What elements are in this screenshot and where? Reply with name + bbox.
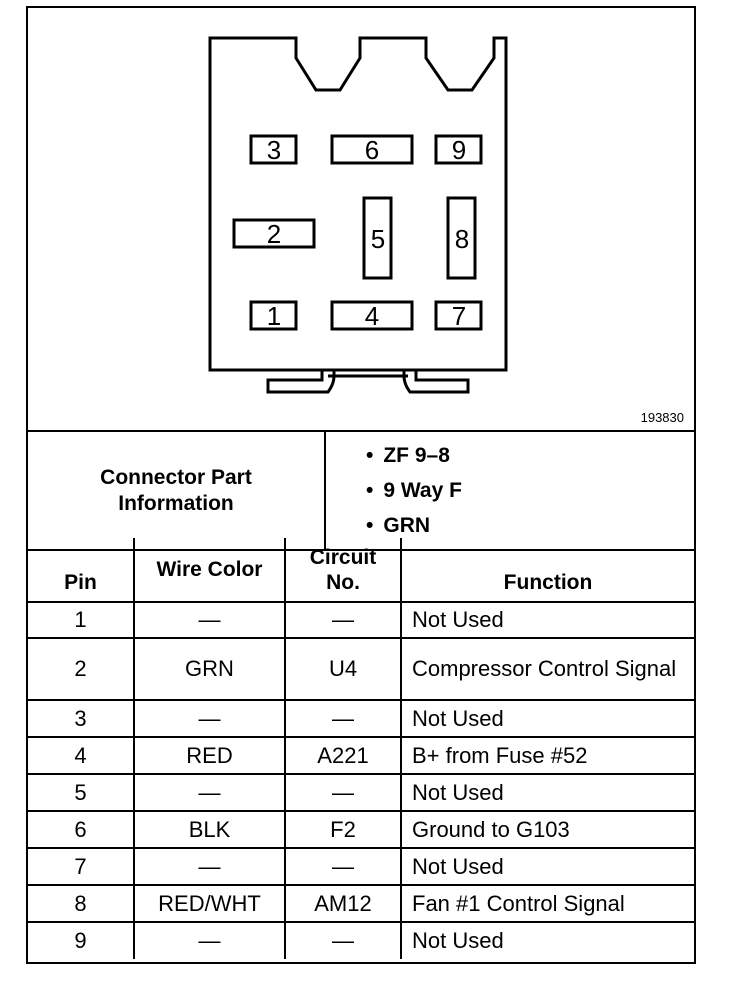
pin-table-header: Pin Wire Color Circuit No. Function [28,538,694,603]
circuit-cell: A221 [284,736,402,775]
function-cell: B+ from Fuse #52 [400,736,694,775]
header-function: Function [400,538,694,603]
pin-table: Pin Wire Color Circuit No. Function 1 — … [28,538,694,959]
circuit-cell: — [284,847,402,886]
table-row: 7 — — Not Used [28,847,694,886]
wire-color-cell: GRN [133,637,286,701]
pin-number-7: 7 [452,301,466,331]
wire-color-cell: BLK [133,810,286,849]
pin-number-5: 5 [371,224,385,254]
pin-number-9: 9 [452,135,466,165]
function-cell: Not Used [400,699,694,738]
pin-cavity-8 [446,196,477,280]
circuit-cell: — [284,601,402,639]
circuit-cell: — [284,773,402,812]
circuit-cell: — [284,699,402,738]
circuit-cell: F2 [284,810,402,849]
header-wire-color: Wire Color [133,538,286,603]
pin-cell: 7 [28,847,135,886]
function-cell: Not Used [400,921,694,959]
wire-color-cell: RED [133,736,286,775]
connector-color: GRN [366,508,694,543]
header-circuit-no: Circuit No. [284,538,402,603]
pin-cell: 1 [28,601,135,639]
wire-color-cell: — [133,601,286,639]
function-cell: Not Used [400,773,694,812]
wire-color-cell: — [133,847,286,886]
pin-cavity-6 [330,134,414,165]
table-row: 5 — — Not Used [28,773,694,812]
pin-cell: 6 [28,810,135,849]
table-row: 6 BLK F2 Ground to G103 [28,810,694,849]
pin-cavity-2 [232,218,316,249]
pin-cavity-5 [362,196,393,280]
connector-face-drawing: 3 6 9 2 5 8 1 4 7 [208,36,508,394]
function-cell: Not Used [400,847,694,886]
connector-info-table: Connector Part Information ZF 9–8 9 Way … [28,430,694,551]
wire-color-cell: — [133,773,286,812]
pin-cell: 5 [28,773,135,812]
pin-number-4: 4 [365,301,379,331]
connector-info-label: Connector Part Information [28,430,326,551]
header-pin: Pin [28,538,135,603]
pin-number-2: 2 [267,219,281,249]
table-row: 9 — — Not Used [28,921,694,959]
figure-id: 193830 [640,410,684,425]
pin-cavity-1 [249,300,298,331]
connector-sheet: 3 6 9 2 5 8 1 4 7 193830 Connector Part … [26,6,696,964]
connector-part-number: ZF 9–8 [366,438,694,473]
table-row: 3 — — Not Used [28,699,694,738]
connector-way: 9 Way F [366,473,694,508]
pin-cell: 2 [28,637,135,701]
pin-number-1: 1 [267,301,281,331]
wire-color-cell: — [133,921,286,959]
pin-cell: 8 [28,884,135,923]
table-row: 8 RED/WHT AM12 Fan #1 Control Signal [28,884,694,923]
connector-body [208,36,508,372]
connector-diagram: 3 6 9 2 5 8 1 4 7 193830 [28,8,694,430]
wire-color-cell: — [133,699,286,738]
pin-number-3: 3 [267,135,281,165]
pin-number-6: 6 [365,135,379,165]
pin-cell: 3 [28,699,135,738]
table-row: 1 — — Not Used [28,601,694,639]
pin-cell: 9 [28,921,135,959]
latch-right [402,370,470,394]
pin-cell: 4 [28,736,135,775]
connector-info-values: ZF 9–8 9 Way F GRN [325,430,694,551]
function-cell: Fan #1 Control Signal [400,884,694,923]
function-cell: Ground to G103 [400,810,694,849]
pin-number-8: 8 [455,224,469,254]
pin-cavity-3 [249,134,298,165]
latch-left [266,370,336,394]
function-cell: Not Used [400,601,694,639]
circuit-cell: U4 [284,637,402,701]
table-row: 4 RED A221 B+ from Fuse #52 [28,736,694,775]
connector-info-list: ZF 9–8 9 Way F GRN [326,432,694,549]
wire-color-cell: RED/WHT [133,884,286,923]
pin-cavity-7 [434,300,483,331]
circuit-cell: — [284,921,402,959]
pin-cavity-4 [330,300,414,331]
table-row: 2 GRN U4 Compressor Control Signal [28,637,694,701]
circuit-cell: AM12 [284,884,402,923]
pin-cavity-9 [434,134,483,165]
function-cell: Compressor Control Signal [400,637,694,701]
